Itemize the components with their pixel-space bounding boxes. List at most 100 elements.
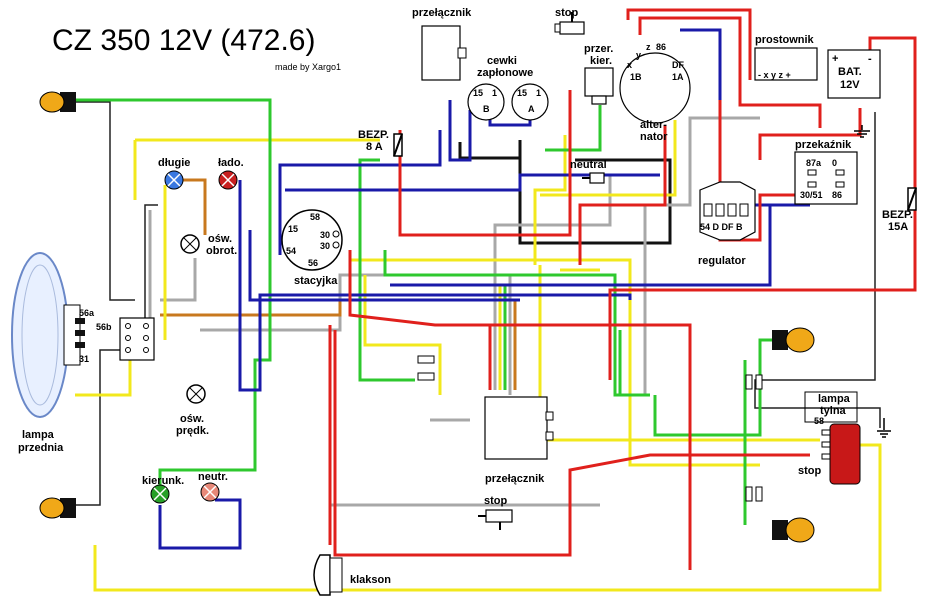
bottom-stop-switch: stop: [478, 495, 513, 530]
label-neutr: neutr.: [198, 471, 228, 483]
label-lampa_przednia_2: przednia: [18, 442, 64, 454]
label-cewki_1: cewki: [487, 55, 517, 67]
label-alt_y: y: [636, 50, 641, 60]
fuse-icon: BEZP. 8 A: [358, 129, 403, 157]
turn-lamp-rear-top: [772, 327, 815, 353]
label-przer_1: przer.: [584, 43, 613, 55]
regulator: 54 D DF B regulator: [698, 181, 756, 267]
lamp-bulb-icon: ośw. obrot.: [180, 233, 237, 257]
label-bat_plus: +: [832, 53, 838, 65]
horn-icon: klakson: [313, 554, 391, 596]
label-bat_minus: -: [868, 53, 872, 65]
label-neutral: neutral: [570, 159, 607, 171]
label-t56b: 56b: [96, 322, 112, 332]
label-przer_2: kier.: [590, 55, 612, 67]
label-cewka_b: B: [483, 104, 490, 114]
battery: + - BAT. 12V: [827, 49, 881, 99]
label-rel_87a: 87a: [806, 158, 822, 168]
ignition-switch: 58 15 30 30 54 56 stacyjka: [281, 209, 343, 287]
label-alt_z: z: [646, 42, 651, 52]
indicator-icon: długie: [158, 157, 190, 190]
label-alt_1a: 1A: [672, 72, 684, 82]
ground-icon: [877, 418, 891, 438]
label-rel_0: 0: [832, 158, 837, 168]
neutral-switch: neutral: [570, 159, 607, 184]
label-alt_2: nator: [640, 131, 668, 143]
label-lampa_tylna_1: lampa: [818, 393, 851, 405]
label-alt_1: alter-: [640, 119, 667, 131]
label-cewka_a_1: 1: [536, 88, 541, 98]
turn-lamp-rear-bottom: [772, 517, 815, 543]
turn-lamp-front-bottom: [39, 497, 76, 519]
indicator-icon: kierunk.: [142, 475, 184, 504]
alternator: x y z 86 1B DF 1A alter- nator: [619, 42, 691, 143]
label-t56a: 56a: [79, 308, 95, 318]
fuse-icon: BEZP. 15A: [882, 187, 917, 233]
label-bezp8_1: BEZP.: [358, 129, 389, 141]
label-t31: 31: [79, 354, 89, 364]
label-rel_86: 86: [832, 190, 842, 200]
label-stop_top: stop: [555, 7, 579, 19]
label-osw_predk_2: prędk.: [176, 425, 209, 437]
label-kierunk: kierunk.: [142, 475, 184, 487]
middle-switch: przełącznik: [484, 396, 554, 485]
label-lampa_przednia_1: lampa: [22, 429, 55, 441]
connector-block: [119, 317, 155, 361]
indicator-icon: neutr.: [198, 471, 228, 502]
rectifier: prostownik - x y z +: [754, 34, 818, 81]
lamp-bulb-icon: ośw. prędk.: [176, 384, 209, 437]
label-st_30b: 30: [320, 241, 330, 251]
label-alt_df: DF: [672, 60, 684, 70]
top-switch: przełącznik: [412, 7, 472, 81]
label-st_15: 15: [288, 224, 298, 234]
label-bat_1: BAT.: [838, 66, 862, 78]
label-lado: łado.: [218, 157, 244, 169]
label-st_54: 54: [286, 246, 296, 256]
label-alt_1b: 1B: [630, 72, 642, 82]
credit: made by Xargo1: [275, 62, 341, 72]
label-cewka_a_15: 15: [517, 88, 527, 98]
label-cewka_b_1: 1: [492, 88, 497, 98]
ground-icon: [854, 125, 870, 138]
label-bezp8_2: 8 A: [366, 141, 383, 153]
label-stop_bottom: stop: [484, 495, 508, 507]
label-klakson: klakson: [350, 574, 391, 586]
turn-lamp-front-top: [39, 91, 76, 113]
label-cewka_b_15: 15: [473, 88, 483, 98]
label-prost_pins: - x y z +: [758, 70, 791, 80]
label-regulator: regulator: [698, 255, 746, 267]
label-cewka_a: A: [528, 104, 535, 114]
label-bezp15_2: 15A: [888, 221, 908, 233]
label-rel_3051: 30/51: [800, 190, 823, 200]
indicator-icon: łado.: [218, 157, 244, 190]
top-stop-switch: stop: [554, 7, 585, 35]
label-alt_x: x: [627, 60, 632, 70]
rear-connectors: [745, 374, 763, 502]
label-lt_58: 58: [814, 416, 824, 426]
label-przelacznik_mid: przełącznik: [485, 473, 545, 485]
label-bezp15_1: BEZP.: [882, 209, 913, 221]
headlight-icon: 56a 56b 31 lampa przednia: [11, 252, 112, 454]
label-st_30a: 30: [320, 230, 330, 240]
connector: [417, 355, 435, 381]
label-st_56: 56: [308, 258, 318, 268]
label-przelacznik_top: przełącznik: [412, 7, 472, 19]
label-stop_right: stop: [798, 465, 822, 477]
turn-signal-relay: przer. kier.: [584, 43, 614, 105]
label-bat_2: 12V: [840, 79, 860, 91]
label-stacyjka: stacyjka: [294, 275, 338, 287]
label-dlugie: długie: [158, 157, 190, 169]
label-osw_predk_1: ośw.: [180, 413, 204, 425]
label-osw_obrot_1: ośw.: [208, 233, 232, 245]
label-lampa_tylna_2: tylna: [820, 405, 847, 417]
label-cewki_2: zapłonowe: [477, 67, 533, 79]
tail-lamp: lampa tylna 58 stop: [798, 391, 861, 485]
ignition-coils: cewki zapłonowe 15 1 B 15 1 A: [467, 55, 549, 121]
label-prostownik: prostownik: [755, 34, 815, 46]
label-reg_pins: 54 D DF B: [700, 222, 743, 232]
label-st_58: 58: [310, 212, 320, 222]
label-alt_86: 86: [656, 42, 666, 52]
label-przekaznik: przekaźnik: [795, 139, 852, 151]
